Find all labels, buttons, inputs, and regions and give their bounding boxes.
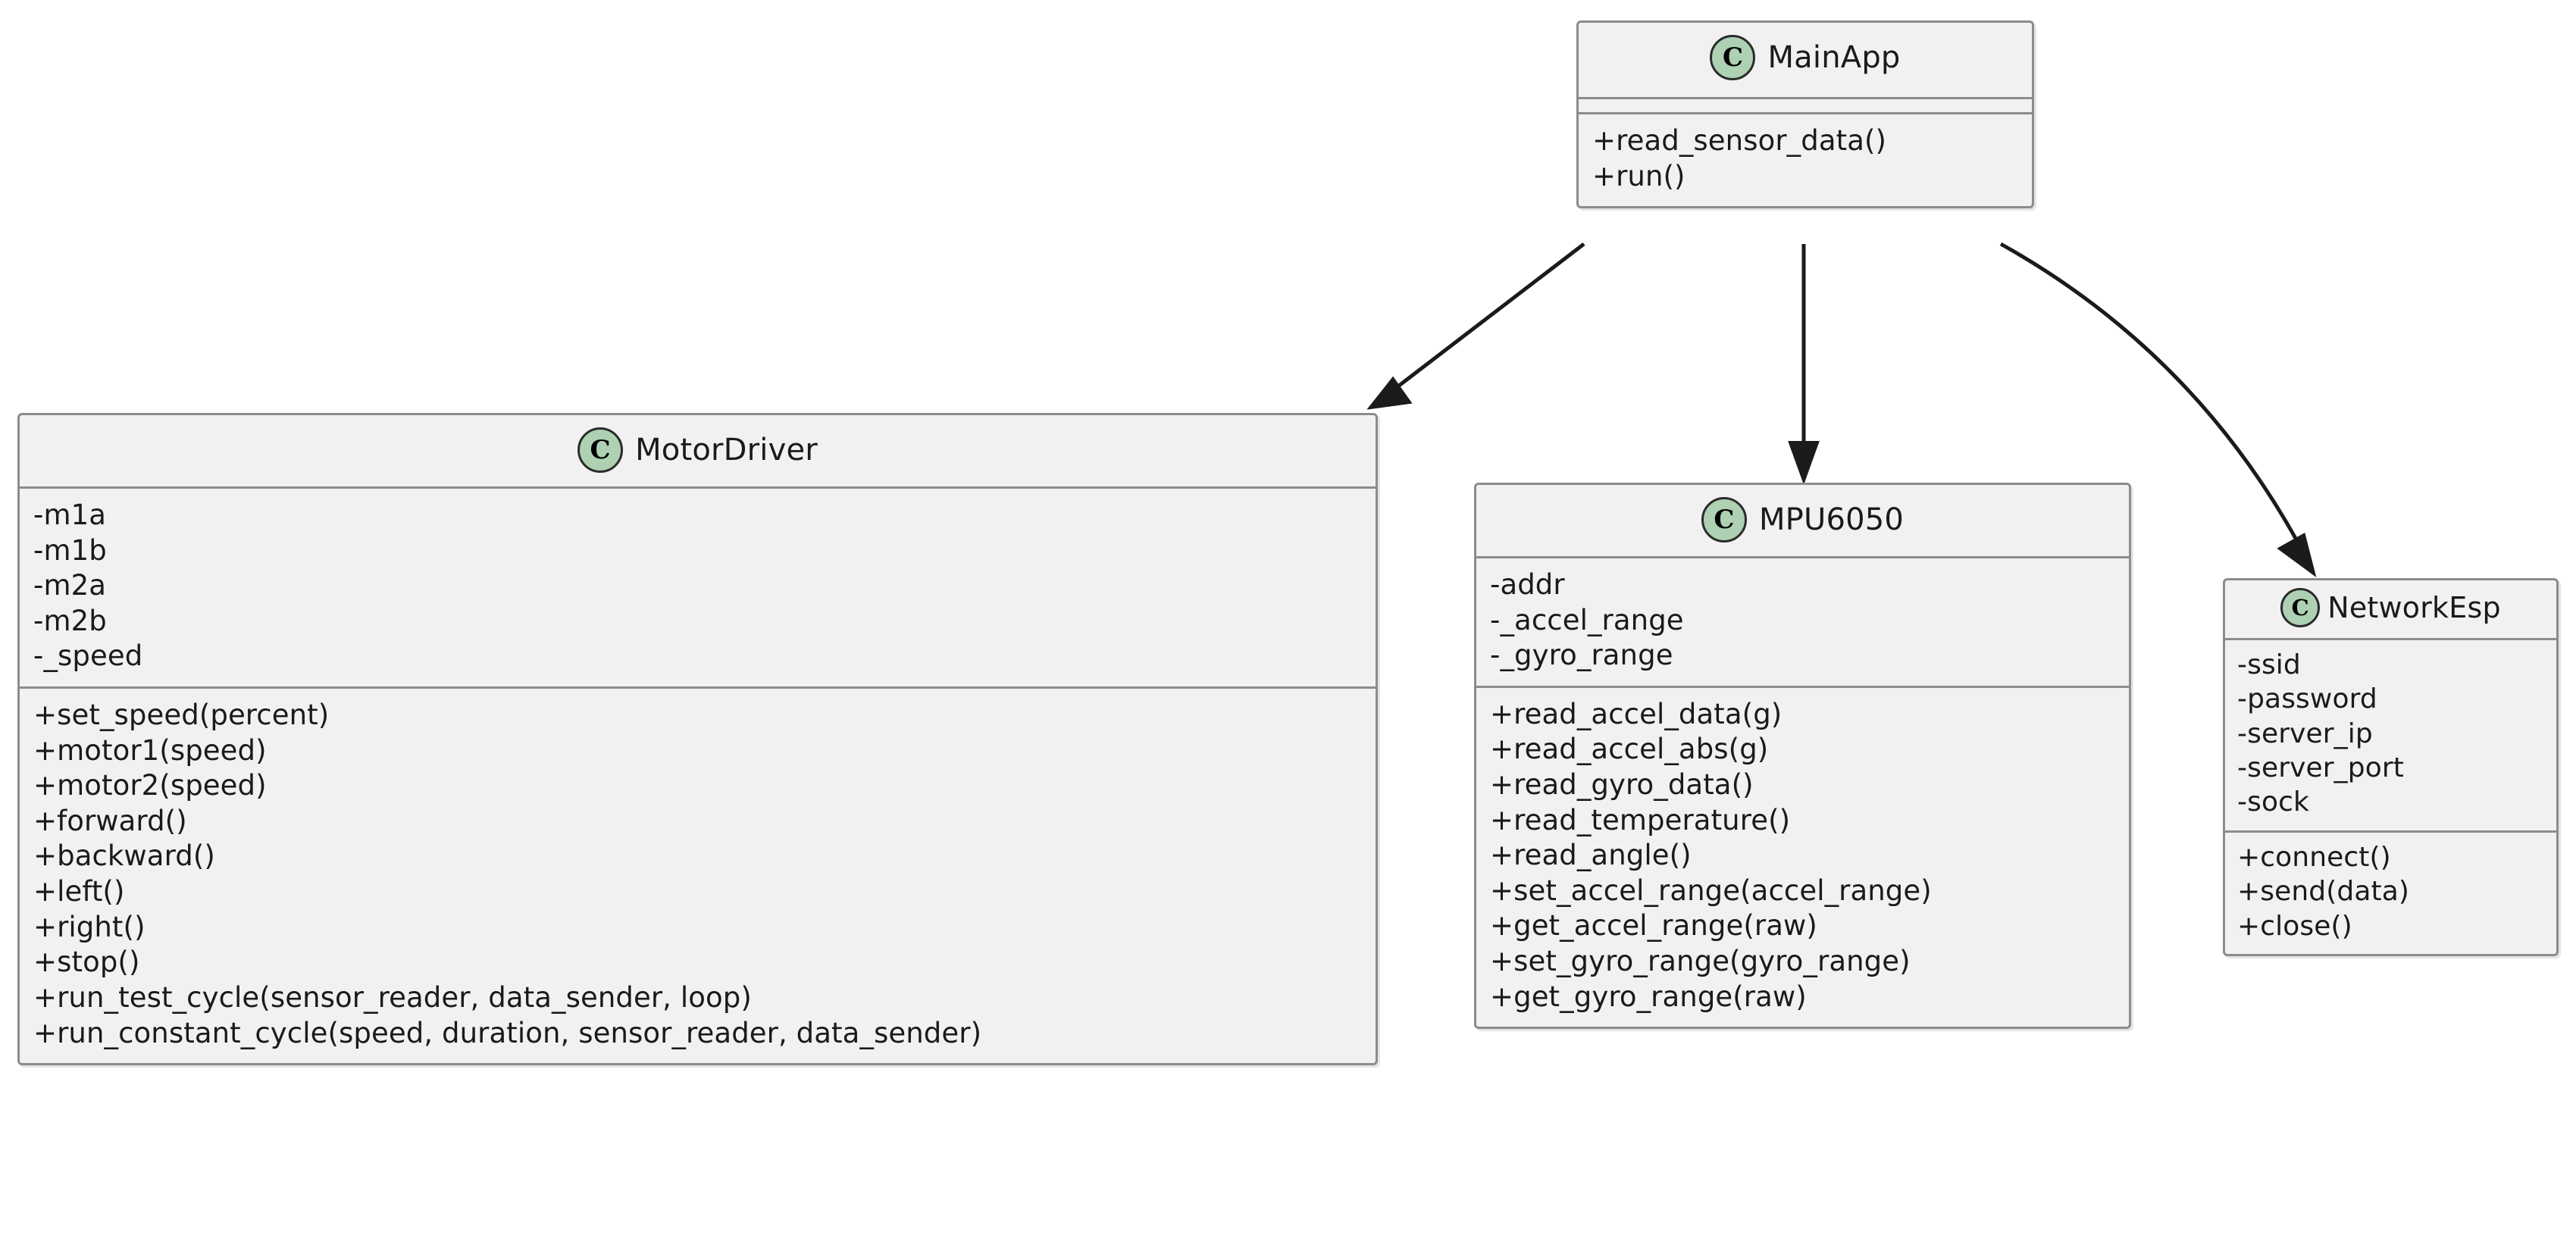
class-marker-icon: C — [577, 427, 624, 473]
class-member: +run() — [1592, 159, 1686, 192]
class-header-networkesp: C NetworkEsp — [2225, 580, 2556, 638]
class-member: +read_gyro_data() — [1490, 768, 1754, 802]
class-member: +close() — [2237, 910, 2352, 942]
methods-compartment-networkesp: +connect() +send(data) +close() — [2225, 830, 2556, 954]
methods-compartment-motordriver: +set_speed(percent) +motor1(speed) +moto… — [20, 686, 1376, 1063]
class-member: +read_accel_abs(g) — [1490, 733, 1769, 766]
attributes-compartment-mainapp — [1579, 97, 2032, 112]
class-member: +motor2(speed) — [33, 769, 267, 802]
methods-compartment-mpu6050: +read_accel_data(g) +read_accel_abs(g) +… — [1476, 685, 2129, 1027]
class-member: +read_temperature() — [1490, 803, 1791, 836]
class-member: -addr — [1490, 568, 1565, 601]
class-name-label: MainApp — [1767, 40, 1901, 75]
class-member: +read_accel_data(g) — [1490, 697, 1783, 730]
class-marker-icon: C — [2280, 588, 2321, 627]
uml-class-mpu6050[interactable]: C MPU6050 -addr -_accel_range -_gyro_ran… — [1474, 483, 2131, 1030]
class-member: +backward() — [33, 840, 215, 873]
class-member: +motor1(speed) — [33, 733, 267, 767]
class-member: +connect() — [2237, 841, 2391, 873]
uml-class-networkesp[interactable]: C NetworkEsp -ssid -password -server_ip … — [2223, 578, 2559, 956]
class-member: +set_gyro_range(gyro_range) — [1490, 945, 1911, 978]
class-member: +send(data) — [2237, 876, 2410, 908]
class-member: -server_ip — [2237, 718, 2373, 749]
class-name-label: NetworkEsp — [2327, 591, 2501, 624]
class-header-mainapp: C MainApp — [1579, 23, 2032, 97]
class-member: +get_accel_range(raw) — [1490, 909, 1817, 943]
class-member: -m2b — [33, 604, 107, 637]
class-header-mpu6050: C MPU6050 — [1476, 485, 2129, 556]
class-member: +set_accel_range(accel_range) — [1490, 874, 1932, 907]
class-member: +read_angle() — [1490, 839, 1692, 872]
class-member: -ssid — [2237, 649, 2301, 680]
class-marker-icon: C — [1701, 497, 1747, 543]
class-member: +forward() — [33, 804, 187, 837]
uml-class-motordriver[interactable]: C MotorDriver -m1a -m1b -m2a -m2b -_spee… — [17, 413, 1378, 1066]
class-member: +get_gyro_range(raw) — [1490, 980, 1807, 1013]
class-member: +run_constant_cycle(speed, duration, sen… — [33, 1016, 982, 1049]
class-header-motordriver: C MotorDriver — [20, 415, 1376, 486]
class-member: -m2a — [33, 569, 107, 602]
class-member: -_accel_range — [1490, 603, 1684, 636]
class-member: -server_port — [2237, 752, 2404, 784]
class-marker-icon: C — [1710, 35, 1756, 80]
relation-mainapp-to-motordriver — [1366, 242, 1585, 410]
class-name-label: MotorDriver — [635, 433, 818, 467]
class-member: -password — [2237, 683, 2377, 715]
methods-compartment-mainapp: +read_sensor_data() +run() — [1579, 112, 2032, 206]
class-member: -m1b — [33, 533, 107, 567]
class-member: +run_test_cycle(sensor_reader, data_send… — [33, 980, 752, 1014]
attributes-compartment-mpu6050: -addr -_accel_range -_gyro_range — [1476, 556, 2129, 686]
relation-mainapp-to-networkesp — [1999, 242, 2317, 577]
attributes-compartment-networkesp: -ssid -password -server_ip -server_port … — [2225, 638, 2556, 830]
attributes-compartment-motordriver: -m1a -m1b -m2a -m2b -_speed — [20, 486, 1376, 686]
class-member: +right() — [33, 910, 146, 943]
class-member: -_speed — [33, 639, 143, 673]
class-member: +left() — [33, 875, 125, 908]
class-member: -m1a — [33, 499, 107, 531]
uml-class-mainapp[interactable]: C MainApp +read_sensor_data() +run() — [1576, 20, 2034, 209]
relation-mainapp-to-mpu6050 — [1788, 244, 1820, 485]
class-member: -sock — [2237, 786, 2309, 818]
class-member: -_gyro_range — [1490, 639, 1673, 672]
class-member: +set_speed(percent) — [33, 699, 330, 732]
class-member: +stop() — [33, 946, 140, 979]
class-name-label: MPU6050 — [1758, 502, 1905, 537]
class-member: +read_sensor_data() — [1592, 124, 1887, 157]
